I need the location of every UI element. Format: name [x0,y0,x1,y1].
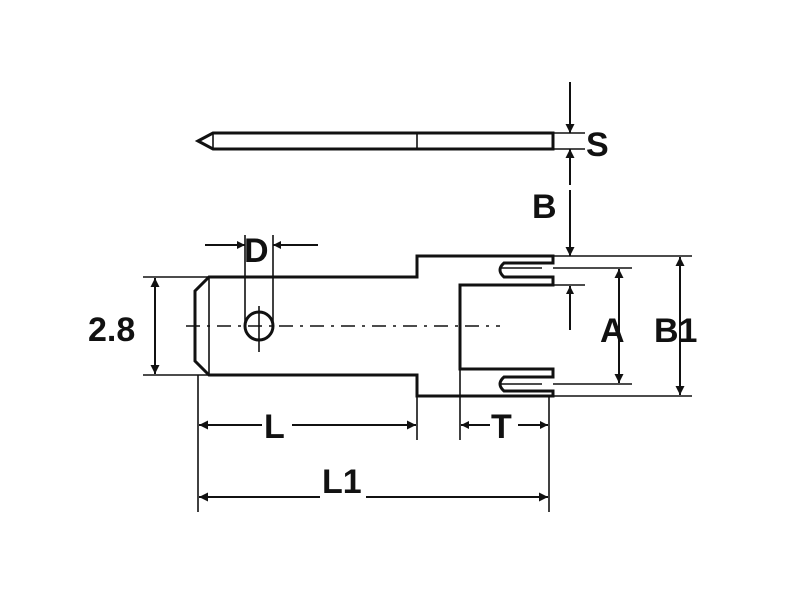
l-label-gap [262,405,292,445]
dimension-l: L [197,375,418,512]
side-view [194,131,555,151]
dimension-s: S [553,82,609,185]
dimension-a: A [553,267,632,385]
label-width: 2.8 [88,311,135,349]
l1-label-gap [320,468,366,508]
dimension-d: D [205,232,318,326]
label-a: A [600,312,625,350]
label-t: T [491,408,512,446]
label-l: L [264,408,285,446]
dimension-b1: B1 [553,255,697,397]
t-label-gap [490,405,518,445]
label-l1: L1 [322,463,362,501]
label-b: B [532,188,557,226]
dimension-b: B [532,188,575,256]
label-d: D [244,232,269,270]
top-view [186,254,555,398]
dimension-t: T [459,369,550,512]
side-view-outline [194,131,555,151]
label-b1: B1 [654,312,697,350]
dimension-width: 2.8 [88,276,209,376]
label-s: S [586,126,609,164]
top-view-outline [193,254,555,398]
dimension-l1: L1 [199,463,548,508]
